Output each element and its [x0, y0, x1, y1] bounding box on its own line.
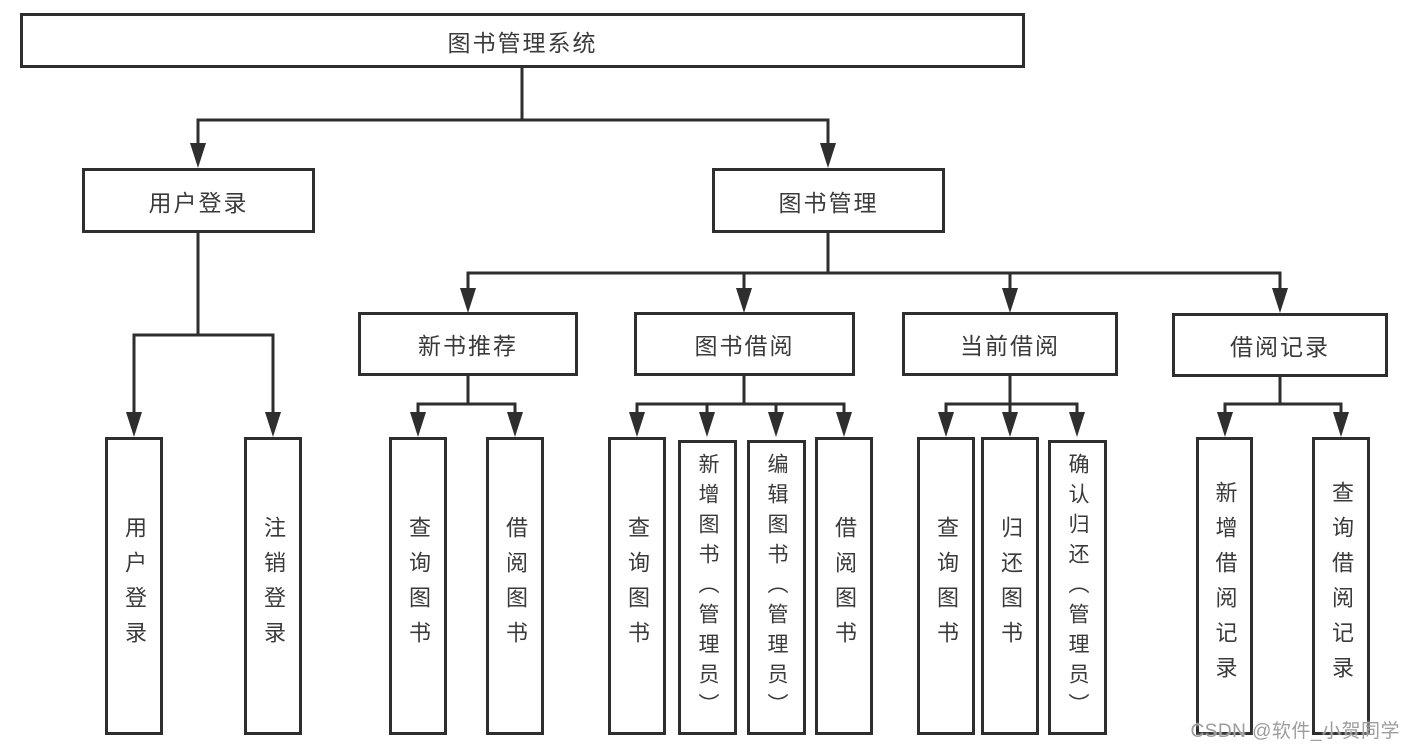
node-label: 图书管理系统 [447, 29, 598, 56]
node-book-borrow: 图书借阅 [634, 312, 855, 376]
node-label: 图书管理 [778, 189, 879, 216]
node-label: 查询图书 [934, 516, 959, 656]
node-label: 查询图书 [625, 516, 650, 656]
leaf-add-book-admin: 新增图书（管理员） [678, 440, 737, 735]
leaf-user-login: 用户登录 [105, 437, 163, 735]
node-label: 确认归还（管理员） [1066, 452, 1089, 723]
leaf-query-borrow-record: 查询借阅记录 [1312, 437, 1370, 735]
node-label: 借阅图书 [503, 516, 528, 656]
node-label: 查询图书 [406, 516, 431, 656]
leaf-confirm-return-admin: 确认归还（管理员） [1048, 440, 1107, 735]
node-label: 借阅图书 [832, 516, 857, 656]
leaf-recommend-borrow-books: 借阅图书 [486, 437, 544, 735]
node-label: 新增借阅记录 [1212, 481, 1238, 691]
leaf-add-borrow-record: 新增借阅记录 [1196, 437, 1253, 735]
node-label: 新增图书（管理员） [696, 452, 719, 723]
node-user-login: 用户登录 [82, 168, 315, 233]
leaf-return-books: 归还图书 [981, 437, 1039, 735]
node-borrow-records: 借阅记录 [1172, 313, 1388, 377]
node-current-borrow: 当前借阅 [902, 312, 1118, 376]
node-label: 当前借阅 [960, 333, 1060, 359]
leaf-logout: 注销登录 [244, 437, 302, 735]
leaf-borrow-borrow-books: 借阅图书 [815, 437, 873, 735]
node-label: 注销登录 [261, 516, 286, 656]
node-label: 用户登录 [122, 516, 147, 656]
leaf-borrow-query-books: 查询图书 [608, 437, 666, 735]
csdn-watermark: CSDN @软件_小贺同学 [1190, 721, 1400, 742]
node-label: 用户登录 [148, 189, 249, 216]
leaf-recommend-query-books: 查询图书 [389, 437, 447, 735]
node-library-system: 图书管理系统 [20, 13, 1025, 68]
leaf-edit-book-admin: 编辑图书（管理员） [747, 440, 806, 735]
node-label: 借阅记录 [1230, 334, 1330, 360]
node-label: 编辑图书（管理员） [765, 452, 788, 723]
node-new-book-recommend: 新书推荐 [358, 312, 578, 376]
node-label: 新书推荐 [418, 333, 518, 359]
leaf-current-query-books: 查询图书 [917, 437, 975, 735]
node-label: 归还图书 [998, 516, 1023, 656]
node-book-management: 图书管理 [712, 168, 945, 233]
node-label: 查询借阅记录 [1329, 481, 1354, 691]
node-label: 图书借阅 [694, 333, 795, 359]
